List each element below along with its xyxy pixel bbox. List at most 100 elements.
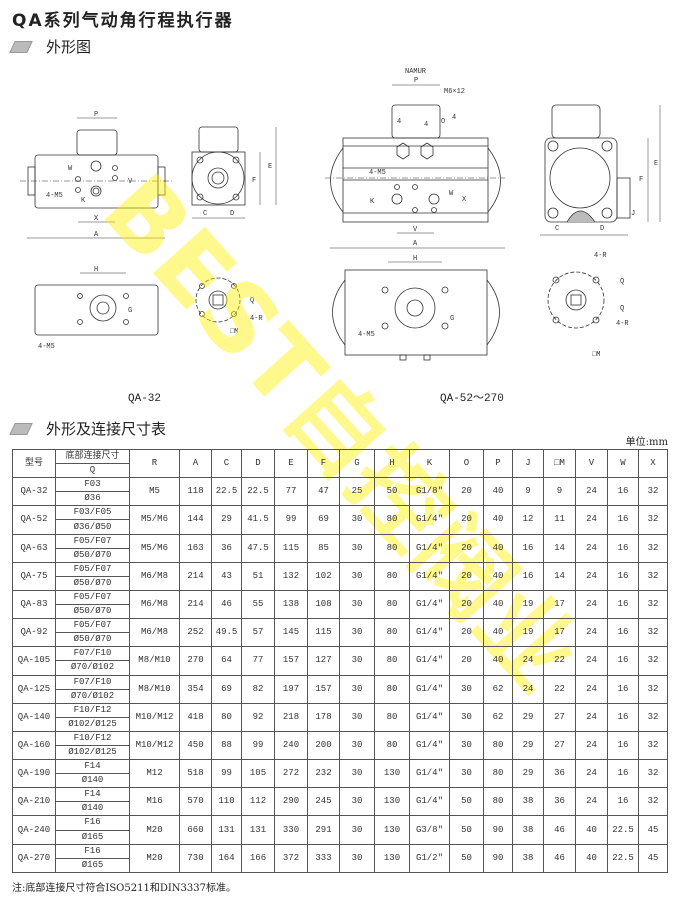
section-marker-icon [9,40,33,53]
value-cell: G1/4" [409,589,450,620]
value-cell: 20 [449,561,484,591]
value-cell: 80 [374,646,410,676]
value-cell: M5/M6 [129,505,180,535]
value-cell: 45 [638,843,668,873]
value-cell: 36 [211,533,242,563]
value-cell: 16 [512,533,544,563]
dimension-label: D [600,225,604,233]
header-cell: H [374,448,410,479]
flange-cell: F03/F05 [55,505,130,521]
dimension-label: 4-R [250,315,263,323]
header-cell: O [449,448,484,479]
table-row: Ø70/Ø102 [13,688,668,704]
value-cell: 40 [575,815,608,845]
value-cell: 24 [575,618,608,648]
value-cell: 132 [274,561,308,591]
qa32-side-view: E F C D [191,126,277,219]
value-cell: 218 [274,702,308,732]
table-row: Ø140 [13,773,668,789]
value-cell: 40 [483,646,513,676]
value-cell: 17 [543,589,576,620]
value-cell: 69 [211,674,242,704]
value-cell: G1/4" [409,787,450,817]
value-cell: 30 [339,674,375,704]
dimension-label: V [413,226,418,234]
model-cell: QA-190 [12,759,56,789]
value-cell: 30 [339,646,375,676]
value-cell: 40 [483,533,513,563]
value-cell: M12 [129,759,180,789]
flange-diameter-cell: Ø36 [55,491,130,507]
value-cell: 32 [638,477,668,507]
flange-cell: F10/F12 [55,730,130,746]
value-cell: 32 [638,730,668,761]
flange-diameter-cell: Ø50/Ø70 [55,575,130,591]
value-cell: 32 [638,759,668,789]
value-cell: 47 [307,477,340,507]
flange-diameter-cell: Ø50/Ø70 [55,547,130,563]
model-cell: QA-105 [12,646,56,676]
value-cell: 127 [307,646,340,676]
value-cell: 29 [512,702,544,732]
header-cell: J [512,448,544,479]
flange-diameter-cell: Ø70/Ø102 [55,660,130,676]
model-cell: QA-83 [12,589,56,620]
value-cell: 62 [483,702,513,732]
value-cell: 30 [449,759,484,789]
value-cell: G1/2" [409,843,450,873]
value-cell: 22.5 [607,843,639,873]
value-cell: 110 [211,787,242,817]
value-cell: 145 [274,618,308,648]
value-cell: 660 [179,815,212,845]
value-cell: 157 [274,646,308,676]
value-cell: 90 [483,815,513,845]
flange-cell: F16 [55,815,130,831]
value-cell: G1/4" [409,533,450,563]
value-cell: 24 [575,505,608,535]
dimension-label: C [555,225,559,233]
qa32-flange-view: Q 4-R □M [195,277,263,336]
header-cell: K [409,448,450,479]
value-cell: 46 [211,589,242,620]
value-cell: 30 [339,730,375,761]
value-cell: 131 [211,815,242,845]
flange-diameter-cell: Ø70/Ø102 [55,688,130,704]
caption-qa32: QA-32 [128,393,161,405]
value-cell: 80 [374,702,410,732]
value-cell: 29 [211,505,242,535]
value-cell: 29 [512,759,544,789]
value-cell: 32 [638,646,668,676]
value-cell: 9 [512,477,544,507]
dimension-label: X [94,215,99,223]
model-cell: QA-270 [12,843,56,873]
value-cell: 46 [543,843,576,873]
table-row: Ø102/Ø125 [13,744,668,761]
dimension-label: C [203,210,207,218]
value-cell: 69 [307,505,340,535]
dimension-label: H [94,266,98,274]
header-cell: R [129,448,180,479]
section-title: 外形及连接尺寸表 [46,420,167,438]
value-cell: M10/M12 [129,702,180,732]
flange-cell: F05/F07 [55,618,130,634]
value-cell: 20 [449,589,484,620]
value-cell: 80 [374,505,410,535]
value-cell: 450 [179,730,212,761]
model-cell: QA-125 [12,674,56,704]
model-cell: QA-63 [12,533,56,563]
qa52-bottom-view: G 4-M5 [332,261,500,361]
dimension-label: A [94,231,99,239]
value-cell: 46 [543,815,576,845]
flange-cell: F10/F12 [55,702,130,718]
value-cell: 40 [575,843,608,873]
header-cell: D [241,448,275,479]
header-model: 型号 [12,448,56,479]
value-cell: 27 [543,702,576,732]
value-cell: 40 [483,561,513,591]
value-cell: 30 [339,843,375,873]
